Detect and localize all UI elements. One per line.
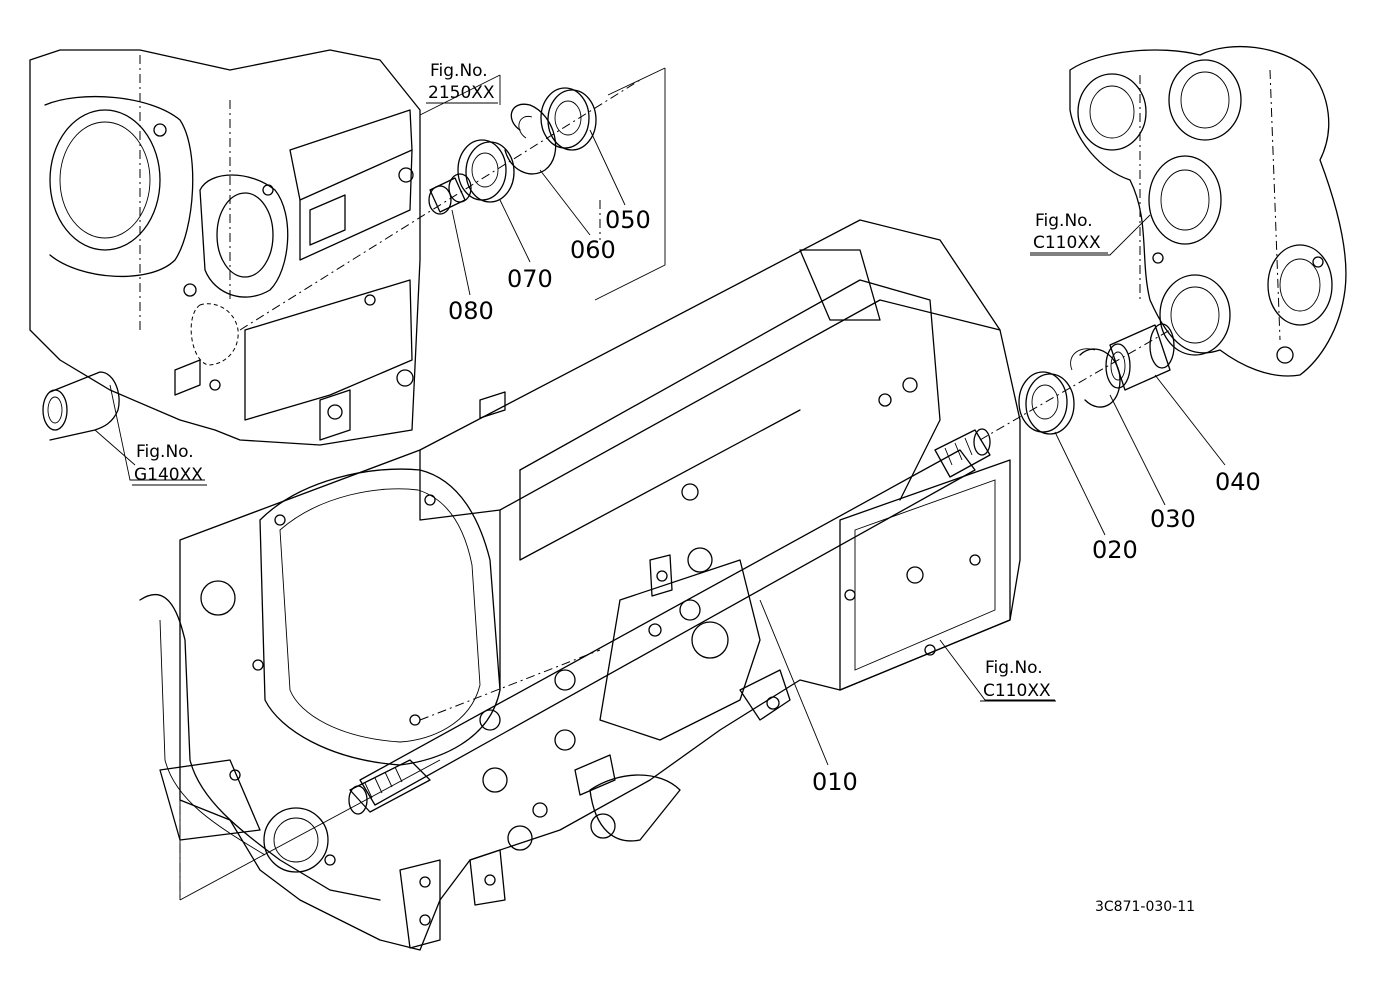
fig-ref-g140-line1: Fig.No. [136,442,194,462]
coupling-g140 [42,371,136,466]
bearing-020 [1018,371,1075,435]
label-050: 050 [605,206,651,234]
label-080: 080 [448,297,494,325]
bushing-040 [1105,323,1175,391]
fig-ref-c110-bottom-line1: Fig.No. [985,658,1043,678]
fig-ref-2150-line1: Fig.No. [430,61,488,81]
fig-ref-2150-line2: 2150XX [428,83,495,103]
snap-ring-060 [504,103,557,175]
label-040: 040 [1215,468,1261,496]
label-060: 060 [570,236,616,264]
fig-ref-c110-top-line1: Fig.No. [1035,211,1093,231]
drawing-code: 3C871-030-11 [1095,899,1195,915]
upper-right-housing [1069,46,1347,377]
label-020: 020 [1092,536,1138,564]
leader-lines [109,67,1226,901]
collar-080 [428,173,472,215]
snap-ring-030 [1070,348,1121,408]
bearing-070 [457,139,515,203]
label-030: 030 [1150,505,1196,533]
label-010: 010 [812,768,858,796]
shaft-010 [348,428,991,815]
label-070: 070 [507,265,553,293]
fig-ref-c110-bottom-line2: C110XX [983,681,1051,701]
fig-ref-c110-top-line2: C110XX [1033,233,1101,253]
transmission-case [139,200,1021,951]
upper-left-housing [29,49,421,446]
bearing-050 [540,87,597,151]
fig-ref-g140-line2: G140XX [134,465,203,485]
